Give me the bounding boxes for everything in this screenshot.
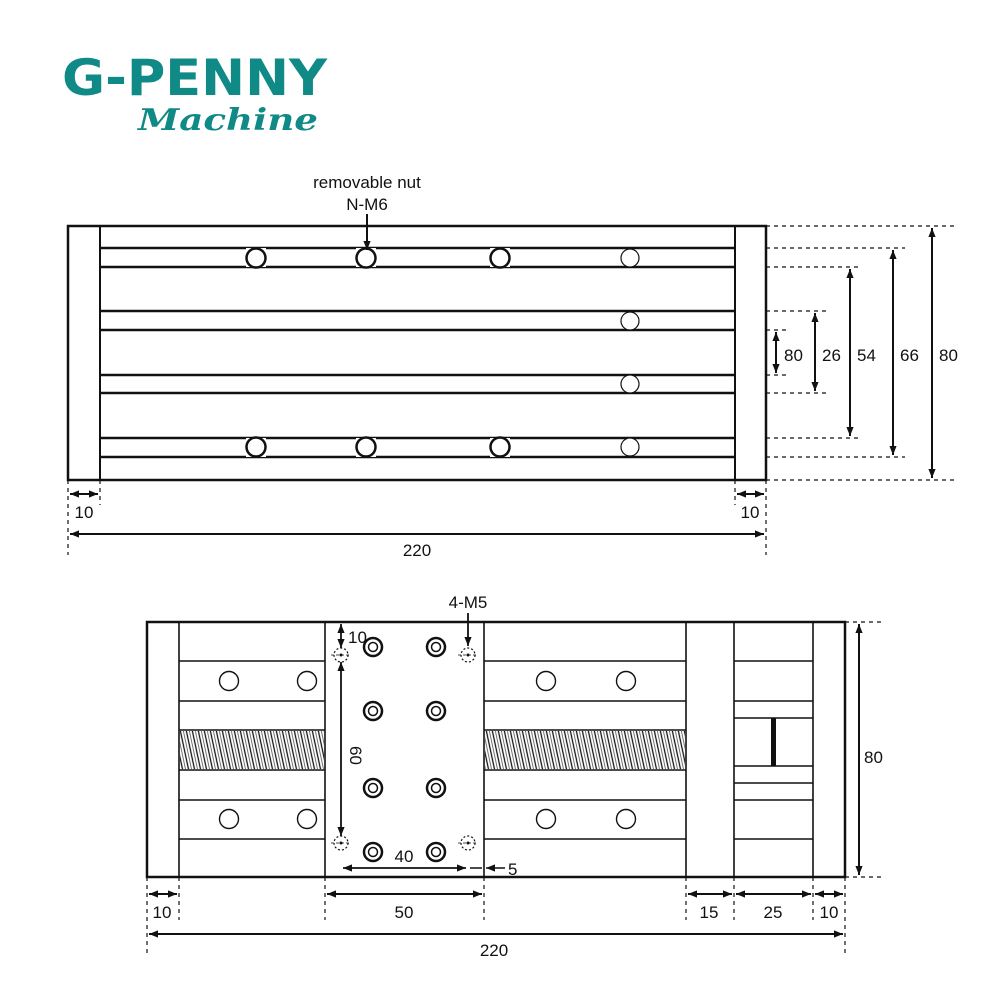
bottom-base-outline	[145, 620, 847, 879]
dim-bottom-total-220: 220	[480, 941, 508, 960]
top-vertical-dimensions: 80 26 54 66 80	[772, 228, 958, 478]
right-guide-rails	[484, 660, 686, 840]
dim-bearing-25: 25	[764, 903, 783, 922]
dim-height-26: 26	[822, 346, 841, 365]
dim-height-80: 80	[939, 346, 958, 365]
dim-slot-spacing-80: 80	[784, 346, 803, 365]
top-callout-line2: N-M6	[346, 195, 388, 214]
bottom-view-drawing: 4-M5 10 60 40 5 80 10	[145, 593, 885, 960]
dim-height-66: 66	[900, 346, 919, 365]
dim-total-length-220: 220	[403, 541, 431, 560]
dim-top-offset-10: 10	[348, 628, 367, 647]
brand-name: G-PENNY	[62, 49, 328, 107]
bottom-horizontal-dimensions: 10 50 15 25 10 220	[149, 890, 843, 960]
dim-right-end-10: 10	[741, 503, 760, 522]
m5-callout: 4-M5	[449, 593, 488, 612]
slider-holes	[218, 670, 637, 830]
dim-plate-15: 15	[700, 903, 719, 922]
dim-bottom-left-10: 10	[153, 903, 172, 922]
dim-left-end-10: 10	[75, 503, 94, 522]
ball-screw-right	[485, 731, 685, 769]
dim-hole-spacing-60: 60	[346, 746, 365, 765]
dim-hole-spacing-40: 40	[395, 847, 414, 866]
bottom-partitions	[178, 622, 814, 877]
top-callout-line1: removable nut	[313, 173, 421, 192]
left-guide-rails	[179, 660, 325, 840]
top-base-outline	[66, 224, 768, 482]
dim-edge-offset-5: 5	[508, 860, 517, 879]
top-t-slots	[100, 246, 735, 459]
brand-tagline: Machine	[137, 103, 318, 138]
ball-screw-left	[180, 731, 324, 769]
dim-bottom-height-80: 80	[864, 748, 883, 767]
dim-bottom-right-10: 10	[820, 903, 839, 922]
top-view-drawing: removable nut N-M6 80 26 54	[66, 173, 958, 560]
dim-carriage-width-50: 50	[395, 903, 414, 922]
carriage-mount-holes	[362, 636, 447, 863]
dim-height-54: 54	[857, 346, 876, 365]
bottom-extension-lines	[146, 621, 885, 955]
top-extension-lines	[67, 225, 958, 555]
brand-logo: G-PENNY Machine	[62, 49, 328, 138]
top-horizontal-dimensions: 10 10 220	[70, 490, 764, 560]
top-nut-holes	[245, 247, 640, 458]
coupling-bar	[771, 718, 776, 766]
